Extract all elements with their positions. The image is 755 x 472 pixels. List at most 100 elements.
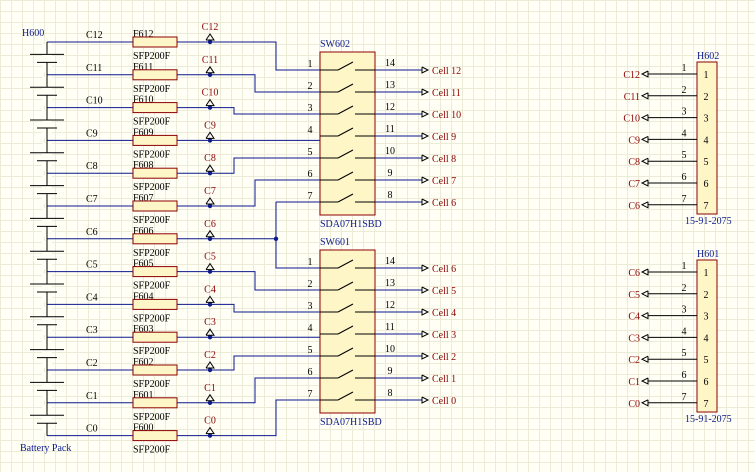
port-arrow-icon — [640, 201, 649, 209]
battery-gap — [42, 240, 52, 270]
fuse-ref: F612 — [133, 29, 154, 40]
fuse-body[interactable] — [132, 233, 178, 245]
connector-pin-number: 7 — [682, 392, 687, 403]
fuse-part: SFP200F — [133, 84, 171, 95]
connector-pin-number: 3 — [704, 312, 709, 323]
fuse-part: SFP200F — [133, 248, 171, 259]
switch-contact — [337, 127, 354, 137]
switch-pin-number: 14 — [385, 58, 395, 69]
test-point-icon — [205, 361, 215, 369]
net-label: C1 — [204, 383, 216, 394]
port-label: Cell 11 — [432, 88, 461, 99]
port-arrow-icon — [421, 88, 430, 96]
battery-gap — [42, 208, 52, 237]
switch-contact — [337, 259, 354, 269]
fuse-body[interactable] — [132, 430, 178, 442]
fuse-body[interactable] — [132, 69, 178, 81]
port-label: Cell 6 — [432, 264, 456, 275]
switch-pin-number: 5 — [308, 345, 313, 356]
connector-array: H60215-91-207511C1222C1133C1044C955C866C… — [623, 51, 731, 425]
connector-pin-number: 4 — [704, 135, 709, 146]
port-label: Cell 10 — [432, 110, 461, 121]
fuse-ref: F604 — [133, 291, 154, 302]
switch-body[interactable] — [319, 249, 376, 414]
connector-h601[interactable]: H60115-91-207511C622C533C444C355C266C177… — [628, 249, 731, 425]
connector-net-label: C6 — [628, 201, 640, 212]
fuse-body[interactable] — [132, 134, 178, 146]
port-arrow-icon — [640, 92, 649, 100]
fuse-body[interactable] — [132, 397, 178, 409]
net-junction-dot — [207, 433, 213, 438]
connector-pin-number: 7 — [704, 201, 709, 212]
switch-pin-number: 12 — [385, 102, 395, 113]
port-arrow-icon — [421, 66, 430, 74]
fuse-body[interactable] — [132, 364, 178, 376]
switch-pin-number: 7 — [308, 191, 313, 202]
fuse-body[interactable] — [132, 266, 178, 278]
connector-pin-number: 2 — [682, 283, 687, 294]
switch-pin-number: 13 — [385, 278, 395, 289]
fuse-body[interactable] — [132, 200, 178, 212]
battery-gap — [42, 76, 52, 106]
fuse-body[interactable] — [132, 36, 178, 48]
port-label: Cell 12 — [432, 66, 461, 77]
fuse-ref: F600 — [133, 423, 154, 434]
fuse-part: SFP200F — [133, 215, 171, 226]
connector-body[interactable] — [696, 61, 718, 215]
test-point-icon — [205, 164, 215, 172]
fuse-body[interactable] — [132, 298, 178, 310]
port-arrow-icon — [421, 374, 430, 382]
route-wire — [212, 41, 320, 71]
port-label: Cell 1 — [432, 374, 456, 385]
test-point-icon — [205, 98, 215, 107]
fuse-body[interactable] — [132, 102, 178, 114]
port-arrow-icon — [640, 377, 649, 385]
port-arrow-icon — [421, 132, 430, 140]
connector-pin-number: 6 — [704, 377, 709, 388]
battery-node-label: C6 — [86, 227, 98, 238]
connector-net-label: C10 — [623, 114, 640, 125]
port-arrow-icon — [640, 333, 649, 342]
port-arrow-icon — [421, 286, 430, 294]
connector-net-label: C12 — [623, 70, 640, 81]
switch-contact — [337, 149, 354, 159]
port-arrow-icon — [421, 352, 430, 360]
fuse-body[interactable] — [132, 167, 178, 179]
net-label: C0 — [204, 416, 216, 427]
connector-body[interactable] — [696, 259, 718, 413]
test-point-icon — [205, 33, 215, 41]
fuse-ref: F610 — [133, 95, 154, 106]
switch-body[interactable] — [319, 51, 376, 216]
connector-h602[interactable]: H60215-91-207511C1222C1133C1044C955C866C… — [623, 51, 731, 227]
connector-pin-number: 1 — [682, 261, 687, 272]
fuse-part: SFP200F — [133, 379, 171, 390]
switch-pin-number: 11 — [385, 322, 395, 333]
fuse-body[interactable] — [132, 331, 178, 343]
battery-gap — [42, 404, 52, 434]
route-wire — [212, 157, 320, 174]
battery-node-label: C9 — [86, 128, 98, 139]
battery-gap — [42, 109, 52, 139]
route-wire — [212, 303, 320, 313]
test-point-icon — [205, 229, 215, 238]
fuse-part: SFP200F — [133, 51, 171, 62]
connector-net-label: C3 — [628, 333, 640, 344]
